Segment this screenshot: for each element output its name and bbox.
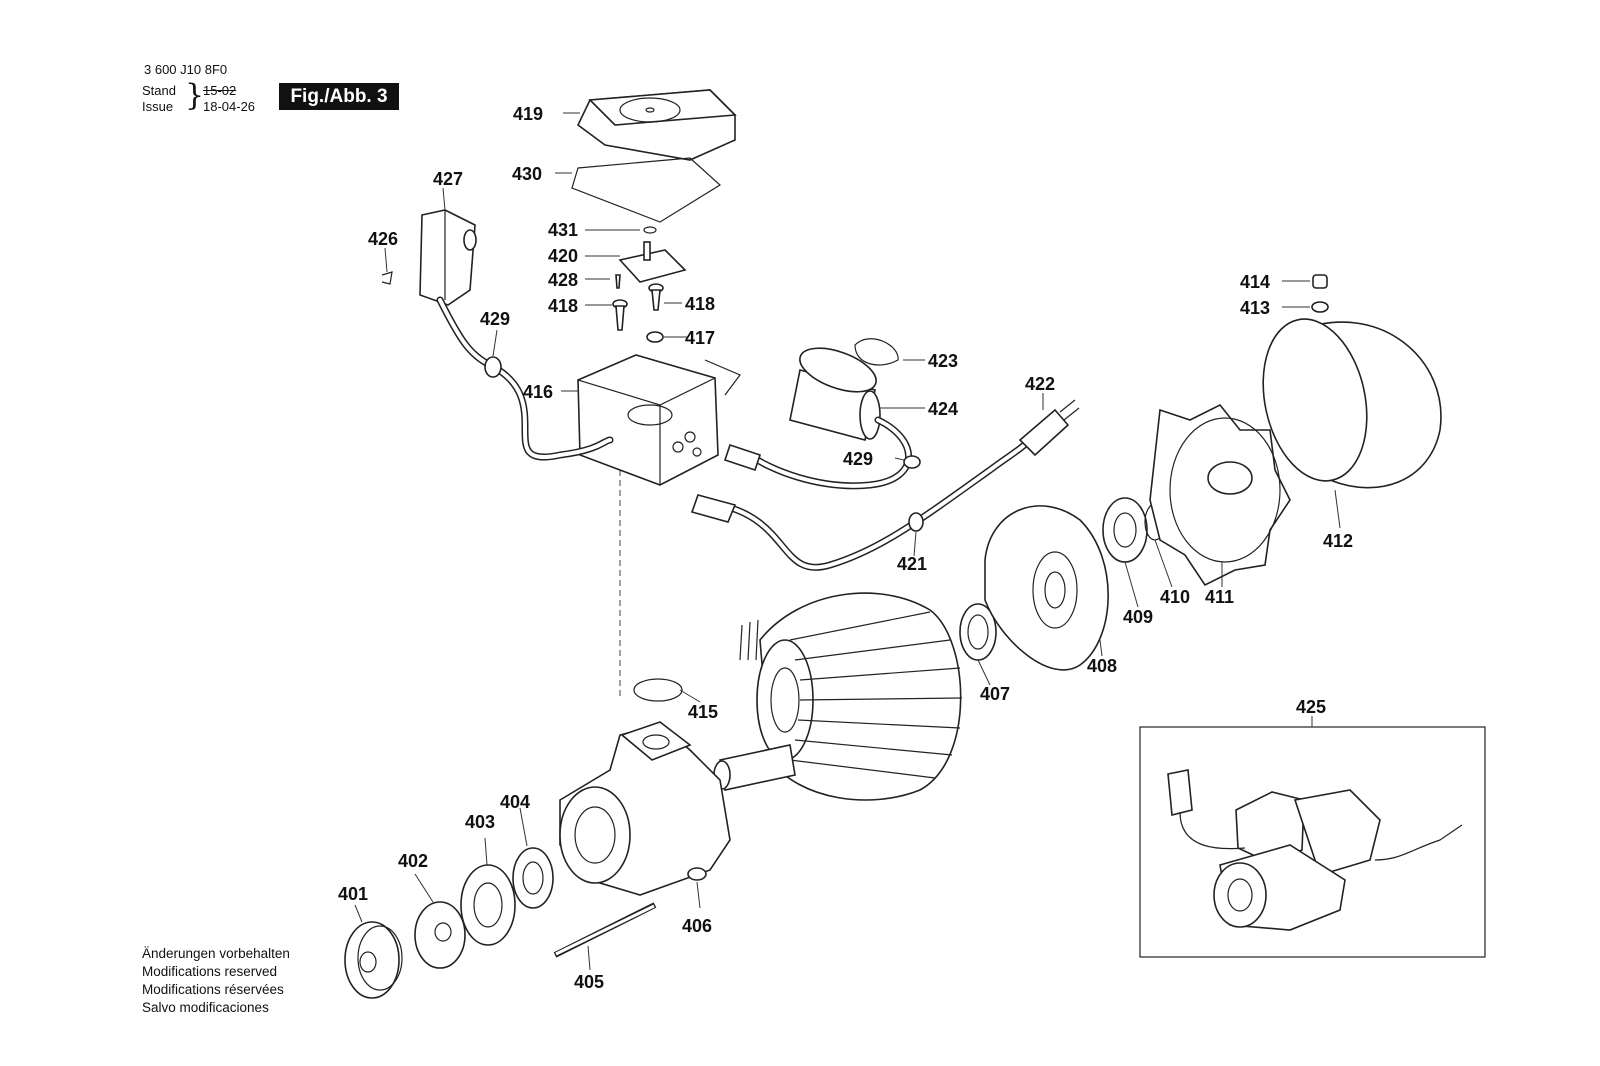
part-409-seal (1102, 497, 1148, 563)
label-404: 404 (500, 792, 530, 812)
part-422-mains-plug-cable (690, 399, 1080, 571)
part-408-end-shield (984, 505, 1109, 671)
part-429-cable-capacitor (723, 416, 921, 490)
pump-housing (559, 721, 731, 896)
label-413: 413 (1240, 298, 1270, 318)
part-403-bearing (460, 864, 516, 946)
part-431-o-ring (643, 226, 657, 234)
label-430: 430 (512, 164, 542, 184)
label-408: 408 (1087, 656, 1117, 676)
part-404-shaft-seal (512, 847, 554, 909)
label-402: 402 (398, 851, 428, 871)
brace-symbol: } (185, 78, 205, 113)
part-411-fan (1149, 403, 1291, 587)
label-410: 410 (1160, 587, 1190, 607)
leader-lines (354, 112, 1341, 971)
note-english: Modifications reserved (142, 964, 278, 979)
part-430-gasket (571, 157, 721, 223)
label-411: 411 (1205, 587, 1234, 607)
part-415-o-ring (633, 678, 683, 702)
document-number: 3 600 J10 8F0 (144, 62, 228, 77)
note-french: Modifications réservées (142, 982, 284, 997)
label-415: 415 (688, 702, 718, 722)
motor-stator (739, 592, 963, 801)
note-german: Änderungen vorbehalten (142, 946, 290, 961)
label-419: 419 (513, 104, 543, 124)
label-420: 420 (548, 246, 578, 266)
part-417-washer (646, 331, 664, 343)
label-417: 417 (685, 328, 715, 348)
label-407: 407 (980, 684, 1010, 704)
part-428-screw (615, 274, 621, 289)
label-409: 409 (1123, 607, 1153, 627)
label-418-left: 418 (548, 296, 578, 316)
label-429-switch: 429 (480, 309, 510, 329)
part-401-diffuser (344, 921, 403, 999)
label-406: 406 (682, 916, 712, 936)
stand-date: 15-02 (203, 83, 237, 98)
label-416: 416 (523, 382, 553, 402)
part-412-fan-cover (1262, 318, 1442, 489)
part-405-tie-rod (553, 902, 657, 958)
part-426-clip (381, 271, 393, 285)
label-429-capacitor: 429 (843, 449, 873, 469)
label-428: 428 (548, 270, 578, 290)
part-406-drain-plug (687, 867, 707, 881)
label-425: 425 (1296, 697, 1326, 717)
part-402-impeller (414, 901, 466, 969)
part-423-clamp (854, 338, 899, 366)
label-423: 423 (928, 351, 958, 371)
part-429-cable-switch (436, 296, 614, 461)
part-425-assembly-inset (1139, 716, 1486, 958)
part-418-screw-right (648, 283, 664, 311)
footer-notes: Änderungen vorbehalten Modifications res… (142, 945, 290, 1017)
motor-rotor (713, 744, 796, 791)
label-405: 405 (574, 972, 604, 992)
note-spanish: Salvo modificaciones (142, 1000, 269, 1015)
stand-label: Stand (142, 83, 176, 98)
part-420-switch-plate (618, 241, 687, 283)
label-422: 422 (1025, 374, 1055, 394)
issue-date: 18-04-26 (203, 99, 256, 114)
part-418-screw-left (612, 299, 628, 331)
label-412: 412 (1323, 531, 1353, 551)
part-labels: 419 430 431 420 428 418 418 417 416 427 … (338, 104, 1353, 992)
part-427-pressure-switch (419, 209, 477, 306)
label-421: 421 (897, 554, 927, 574)
label-431: 431 (548, 220, 578, 240)
part-419-cover (576, 89, 737, 161)
part-414-screw (1312, 274, 1328, 289)
part-413-washer (1311, 301, 1329, 313)
label-427: 427 (433, 169, 463, 189)
part-424-capacitor (789, 347, 881, 441)
label-426: 426 (368, 229, 398, 249)
label-424: 424 (928, 399, 958, 419)
label-418-right: 418 (685, 294, 715, 314)
label-401: 401 (338, 884, 368, 904)
part-421-grommet (908, 512, 924, 532)
issue-label: Issue (142, 99, 174, 114)
part-416-terminal-box (577, 354, 741, 486)
figure-badge: Fig./Abb. 3 (279, 83, 399, 110)
label-414: 414 (1240, 272, 1270, 292)
label-403: 403 (465, 812, 495, 832)
